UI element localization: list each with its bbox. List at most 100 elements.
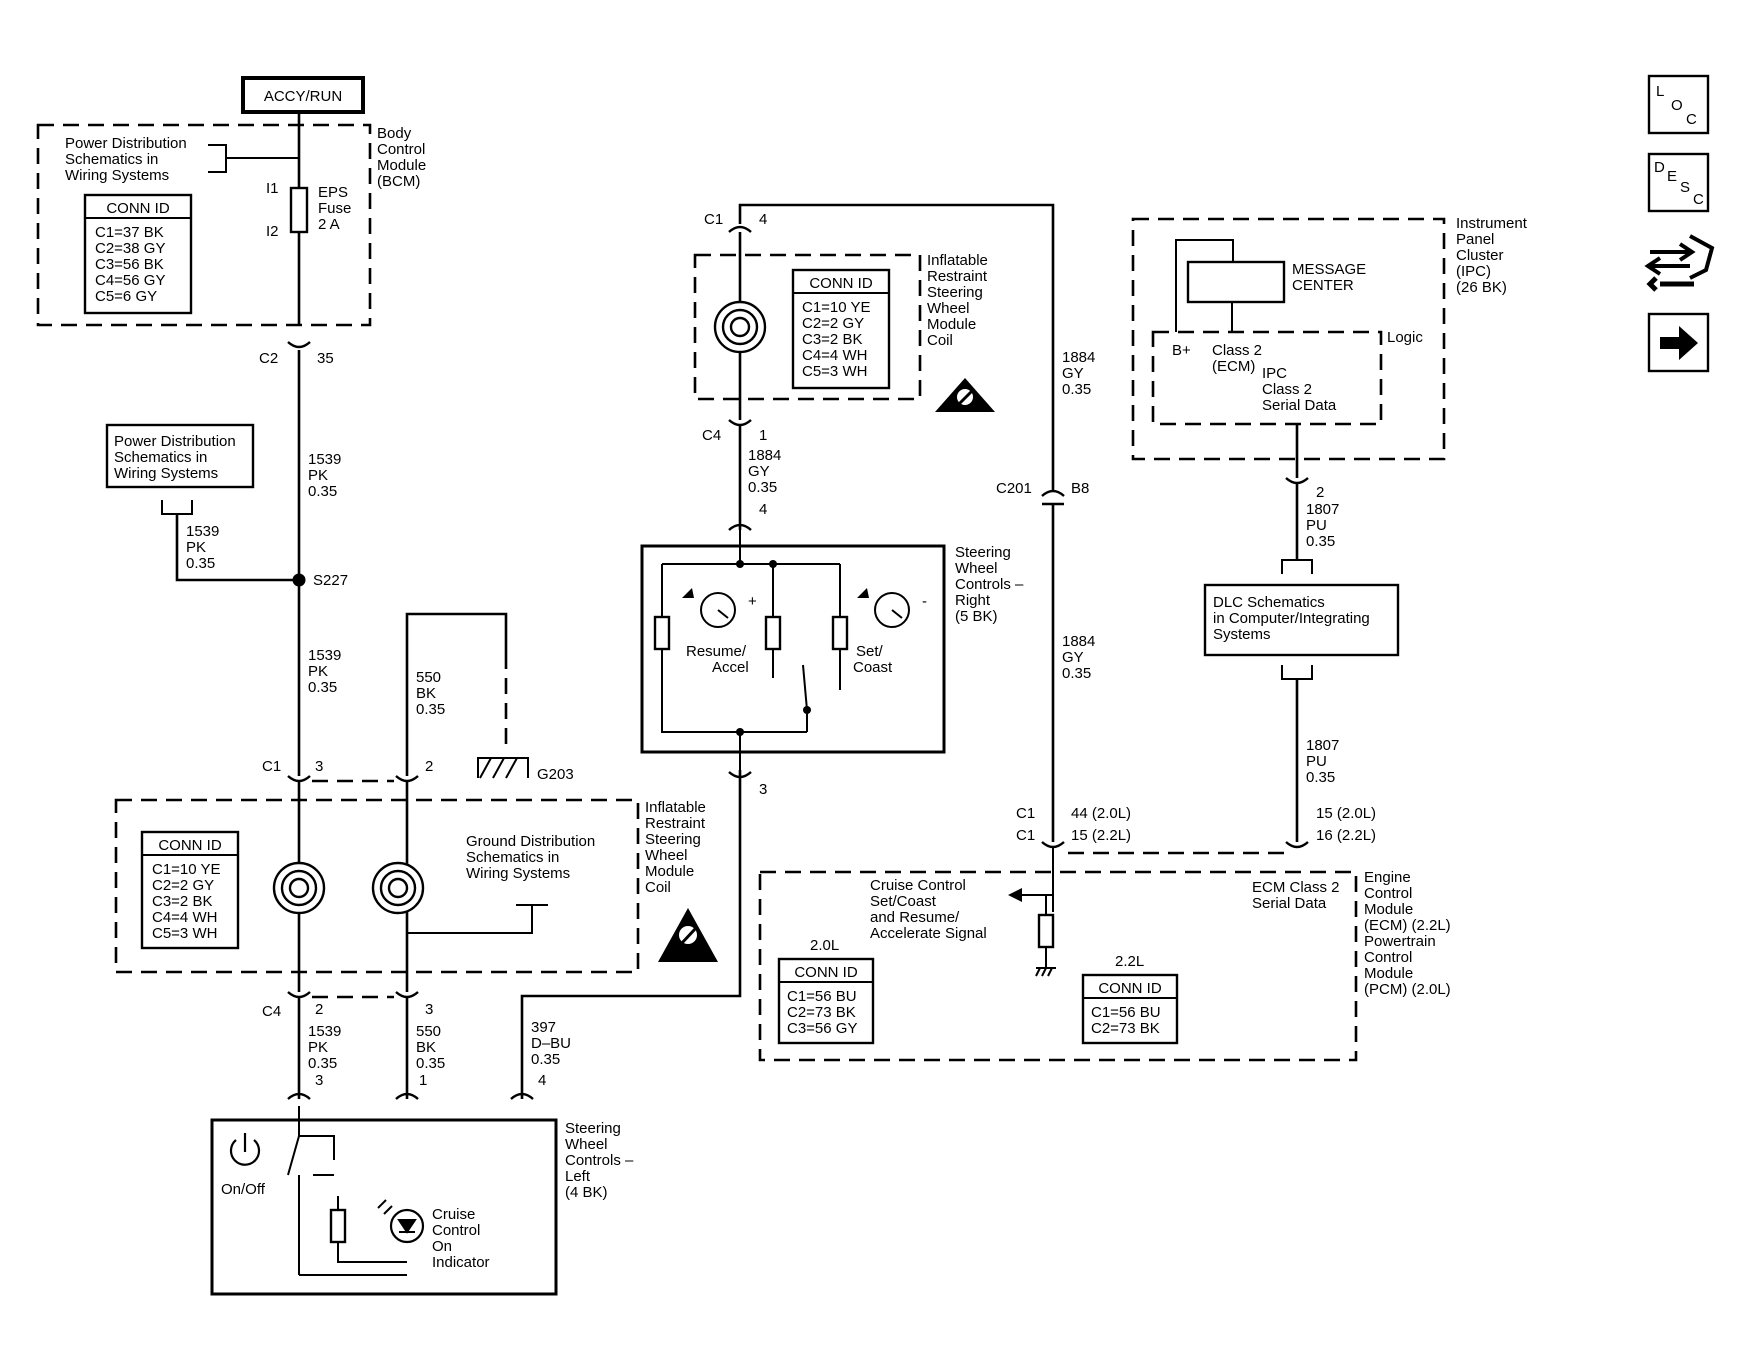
wire-550-a	[405, 612, 508, 776]
coil-top-conn-box	[791, 268, 891, 390]
coil-left-c1-conn-b	[395, 775, 419, 783]
resume-gauge-icon	[682, 588, 736, 628]
coil-top-c1-label: C1	[704, 211, 723, 228]
ipc-logic-label: Logic	[1387, 329, 1423, 346]
ecm-conn-left	[1041, 841, 1065, 849]
swc-right-pin-top: 4	[759, 501, 767, 518]
dlc-bottom-bracket	[1281, 665, 1313, 680]
onoff-label: On/Off	[221, 1181, 266, 1198]
ecm-chassis-ground-icon	[1035, 947, 1056, 977]
wire-1539-b	[175, 514, 299, 582]
coil-left-c1-label: C1	[262, 758, 281, 775]
svg-text:O: O	[1671, 97, 1683, 114]
resume-plus: +	[748, 593, 757, 610]
coil-left-spiral-1	[272, 861, 326, 915]
c201-label: C201	[996, 480, 1032, 497]
swc-right-conn-top	[728, 523, 752, 531]
power-source-label: ACCY/RUN	[264, 88, 342, 105]
swc-right-node-1	[736, 560, 744, 568]
coil-left-ground-wire	[407, 904, 548, 934]
swc-right-node-3	[803, 706, 811, 714]
description-button[interactable]: D E S C	[1647, 152, 1710, 213]
ecm-v20: 2.0L	[810, 937, 839, 954]
ground-g203-symbol	[477, 757, 529, 779]
ecm-outline	[758, 870, 1358, 1062]
resume-label: Resume/Accel	[686, 643, 749, 676]
ecm-v22: 2.2L	[1115, 953, 1144, 970]
ecm-conn-right	[1285, 841, 1309, 849]
onoff-switch	[287, 1106, 407, 1276]
coil-top-c4-pin: 1	[759, 427, 767, 444]
next-page-button[interactable]	[1647, 312, 1710, 373]
svg-text:L: L	[1656, 83, 1664, 100]
swc-right-resistor-1	[653, 615, 671, 651]
ipc-logic-outline	[1151, 330, 1383, 426]
swc-right-pin-bottom: 3	[759, 781, 767, 798]
bcm-conn-box	[83, 193, 193, 315]
ecm-signal-arrow-icon	[1008, 888, 1022, 902]
ecm-pin-left-b: 15 (2.2L)	[1071, 827, 1131, 844]
ipc-conn	[1285, 477, 1309, 485]
ecm-c1-a: C1	[1016, 805, 1035, 822]
ecm-conn20-box	[777, 957, 875, 1045]
swc-right-resistor-3	[831, 615, 849, 651]
coil-left-spiral-2	[371, 861, 425, 915]
power-icon	[229, 1133, 261, 1166]
swc-right-node-2	[769, 560, 777, 568]
coil-left-conn-box	[140, 830, 240, 950]
location-button[interactable]: L O C	[1647, 74, 1710, 135]
coil-left-c1-pin2: 2	[425, 758, 433, 775]
wrench-arrows-icon	[1644, 234, 1715, 280]
swc-left-conn-4	[510, 1092, 534, 1100]
indicator-led-icon	[397, 1219, 417, 1234]
c201-pin: B8	[1071, 480, 1089, 497]
splice-label: S227	[313, 572, 348, 589]
swc-right-box	[640, 544, 946, 754]
wire-1884-top	[738, 203, 1055, 490]
wrench-icon	[1646, 276, 1694, 292]
message-center-wiring	[1175, 239, 1234, 332]
diagnostic-tools-button[interactable]	[1644, 234, 1715, 292]
bcm-conn-title: CONN ID	[106, 200, 170, 217]
swc-left-box	[210, 1118, 558, 1296]
coil-top-c4-label: C4	[702, 427, 721, 444]
svg-text:S: S	[1680, 179, 1690, 196]
bcm-ref-bracket	[208, 144, 299, 173]
ecm-conn20-title: CONN ID	[794, 964, 858, 981]
ecm-pin-right-a: 15 (2.0L)	[1316, 805, 1376, 822]
swc-right-circuit	[661, 530, 841, 770]
power-source-box	[241, 76, 365, 114]
svg-text:D: D	[1654, 159, 1665, 176]
coil-left-c1-pin3: 3	[315, 758, 323, 775]
coil-left-c4-pin3: 3	[425, 1001, 433, 1018]
swc-right-conn-bottom	[728, 771, 752, 779]
bcm-outline	[36, 123, 372, 327]
eps-fuse	[289, 186, 309, 234]
swc-right-resistor-2	[764, 615, 782, 651]
set-label: Set/Coast	[853, 643, 893, 676]
swc-left-pin4: 4	[538, 1072, 546, 1089]
